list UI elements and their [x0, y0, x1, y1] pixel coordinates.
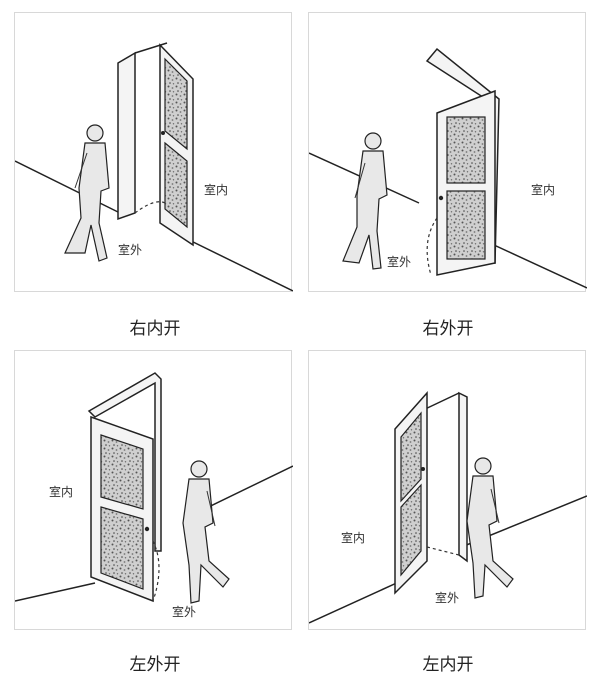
door-frame — [117, 51, 136, 221]
right-outward-illustration — [309, 47, 587, 289]
panel-left-inward: 室内 室外 — [308, 350, 587, 630]
outside-label: 室外 — [387, 255, 412, 269]
person-figure — [64, 124, 110, 262]
outside-label: 室外 — [118, 243, 143, 257]
outside-label: 室外 — [435, 591, 460, 605]
caption-right-outward: 右外开 — [422, 319, 474, 339]
inside-label: 室内 — [341, 531, 366, 545]
panel-right-inward: 室内 室外 — [14, 12, 293, 292]
outside-label: 室外 — [172, 605, 197, 619]
caption-right-inward: 右内开 — [129, 319, 181, 339]
door-frame — [87, 372, 162, 552]
swing-arc — [134, 201, 166, 214]
caption-left-inward: 左内开 — [422, 655, 474, 675]
inside-label: 室内 — [49, 485, 74, 499]
person-figure — [342, 132, 388, 270]
right-inward-illustration — [15, 42, 293, 292]
caption-left-outward: 左外开 — [129, 655, 181, 675]
inside-label: 室内 — [531, 183, 556, 197]
panel-left-outward: 室内 室外 — [14, 350, 293, 630]
door-frame — [458, 391, 468, 563]
swing-arc — [426, 217, 438, 276]
panel-right-outward: 室内 室外 — [308, 12, 587, 292]
swing-arc — [152, 540, 160, 602]
person-figure — [182, 460, 230, 604]
person-figure — [466, 457, 514, 599]
left-outward-illustration — [15, 372, 293, 604]
inside-label: 室内 — [204, 183, 229, 197]
left-inward-illustration — [309, 391, 587, 624]
swing-arc — [426, 546, 460, 556]
